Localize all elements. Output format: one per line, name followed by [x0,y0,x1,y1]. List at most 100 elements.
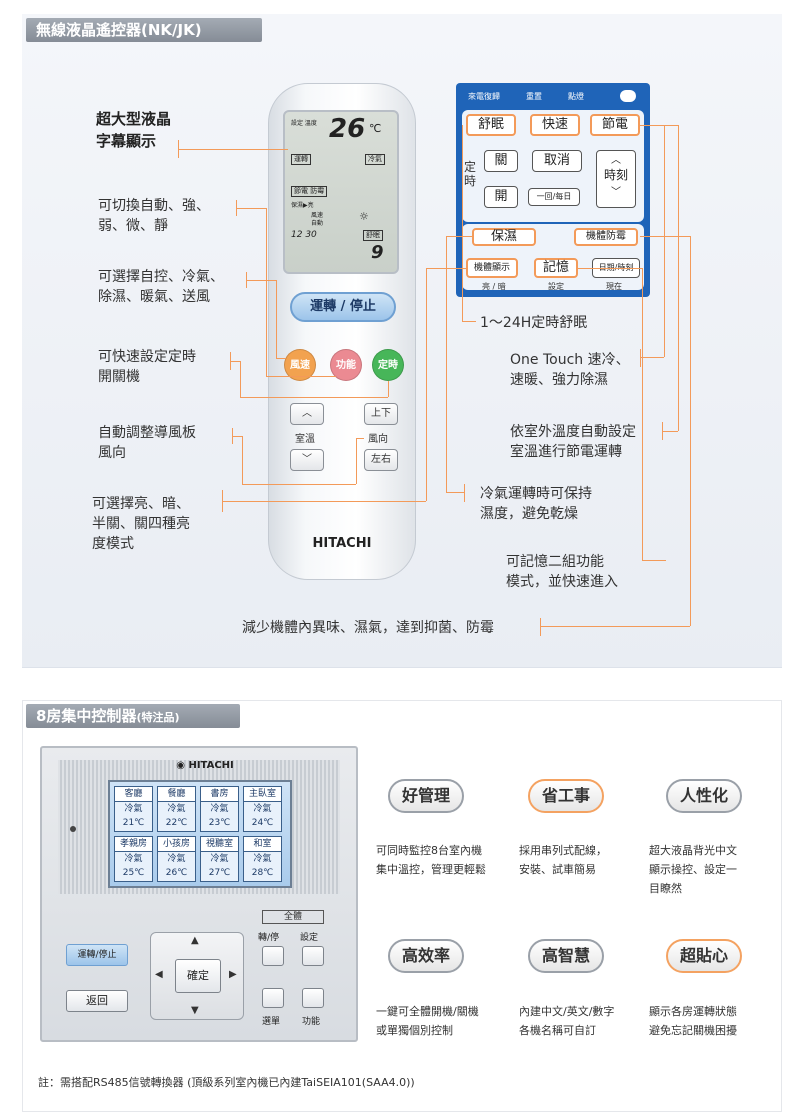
fan-speed-button[interactable]: 風速 [284,349,316,381]
label-big-lcd: 超大型液晶 字幕顯示 [96,110,172,150]
remote-lcd: 設定 溫度 26 ℃ 運轉 冷氣 節電 防霉 保濕▶亮 風速 自動 ☼ 12 3… [283,110,399,274]
function-button[interactable] [302,988,324,1008]
leader-line [640,349,641,367]
controller-brand: ◉ HITACHI [150,760,260,774]
memory-button[interactable]: 記憶 [534,258,578,278]
display-sublabel: 亮 / 暗 [482,282,506,291]
temp-up-button[interactable]: ︿ [290,403,324,425]
room-temp: 23℃ [208,818,231,828]
indicator-recovery: 來電復歸 [468,92,500,101]
temp-down-button[interactable]: ﹀ [290,449,324,471]
menu-button[interactable] [262,988,284,1008]
run-stop-button[interactable]: 運轉/停止 [66,944,128,966]
room-temp: 22℃ [165,818,188,828]
timer-on-button[interactable]: 開 [484,186,518,208]
leader-line [578,268,642,269]
humid-button[interactable]: 保濕 [472,228,536,246]
chevron-up-icon: ︿ [611,155,621,166]
time-adjust-button[interactable]: ︿ 時刻 ﹀ [596,150,636,208]
arrow-up-icon[interactable]: ▲ [191,935,199,946]
function-button[interactable]: 功能 [330,349,362,381]
leader-line [232,436,242,437]
timer-cancel-button[interactable]: 取消 [532,150,582,172]
leader-line [178,149,288,150]
leader-line [446,492,464,493]
feature-user-friendly: 人性化 [666,779,742,813]
lcd-set-temp-label: 設定 溫度 [291,120,317,127]
room-mode: 冷氣 [210,804,229,814]
leader-line [236,208,266,209]
leader-line [242,484,356,485]
room-cell: 孝親房冷氣 25℃ [114,836,153,882]
label-sleep-timer: 1～24H定時舒眠 [480,315,588,331]
room-mode: 冷氣 [124,854,143,864]
label-brightness: 可選擇亮、暗、 半關、關四種亮 度模式 [92,496,190,552]
timer-off-button[interactable]: 關 [484,150,518,172]
feature-management-desc: 可同時監控8台室內機 集中溫控，管理更輕鬆 [376,844,486,876]
lcd-unit: ℃ [369,122,382,135]
leader-line [640,236,690,237]
arrow-left-icon[interactable]: ◀ [155,969,163,980]
feature-smart-desc: 內建中文/英文/數字 各機名稱可自訂 [519,1005,615,1037]
leader-line [640,357,664,358]
leader-line [276,358,286,359]
function-label: 功能 [302,1017,321,1027]
lcd-fan: 風速 [311,212,324,219]
leader-line [462,321,476,322]
room-temp: 24℃ [251,818,274,828]
room-cell: 書房冷氣 23℃ [200,786,239,832]
leader-line [642,268,643,560]
chevron-down-icon: ﹀ [302,454,312,465]
lcd-digit: 9 [371,242,384,263]
central-title-note: (特注品) [136,711,180,724]
eco-button[interactable]: 節電 [590,114,640,136]
louver-up-down-button[interactable]: 上下 [364,403,398,425]
hitachi-logo-icon: ◉ [176,760,189,771]
all-group-label: 全體 [262,910,324,924]
room-temp-label: 室溫 [295,434,315,445]
leader-line [464,484,465,502]
indicator-row: 來電復歸 重置 點燈 [464,88,644,104]
central-title-main: 8房集中控制器 [36,707,137,725]
display-button[interactable]: 機體顯示 [466,258,518,278]
louver-left-right-button[interactable]: 左右 [364,449,398,471]
leader-line [356,438,357,484]
lcd-eco-mold: 節電 防霉 [291,186,328,197]
all-on-off-button[interactable] [262,946,284,966]
sleep-button[interactable]: 舒眠 [466,114,516,136]
feature-management: 好管理 [388,779,464,813]
lcd-mode-run: 運轉 [291,154,311,165]
date-sublabel: 現在 [606,282,622,291]
room-temp: 21℃ [122,818,145,828]
leader-line [690,236,691,626]
room-mode: 冷氣 [253,854,272,864]
room-name: 書房 [201,787,238,802]
room-name: 孝親房 [115,837,152,852]
arrow-right-icon[interactable]: ▶ [229,969,237,980]
timer-daily-button[interactable]: 一回/每日 [528,188,580,206]
label-auto-temp: 依室外溫度自動設定 室溫進行節電運轉 [510,424,636,460]
room-temp: 26℃ [165,868,188,878]
room-mode: 冷氣 [124,804,143,814]
feature-efficiency: 高效率 [388,939,464,973]
room-temp: 25℃ [122,868,145,878]
back-button[interactable]: 返回 [66,990,128,1012]
controller-brand-text: HITACHI [188,760,234,771]
leader-line [662,422,663,440]
room-mode: 冷氣 [253,804,272,814]
lcd-humid: 保濕▶亮 [291,202,314,209]
timer-button[interactable]: 定時 [372,349,404,381]
confirm-button[interactable]: 確定 [175,959,221,993]
run-stop-button[interactable]: 運轉 / 停止 [290,292,396,322]
leader-line [356,438,364,439]
arrow-down-icon[interactable]: ▼ [191,1005,199,1016]
leader-line [678,125,679,431]
leader-line [230,361,240,362]
on-off-label: 轉/停 [258,933,280,943]
central-section-title: 8房集中控制器(特注品) [26,704,240,728]
setting-button[interactable] [302,946,324,966]
mold-guard-button[interactable]: 機體防霉 [574,228,638,246]
quick-button[interactable]: 快速 [530,114,580,136]
